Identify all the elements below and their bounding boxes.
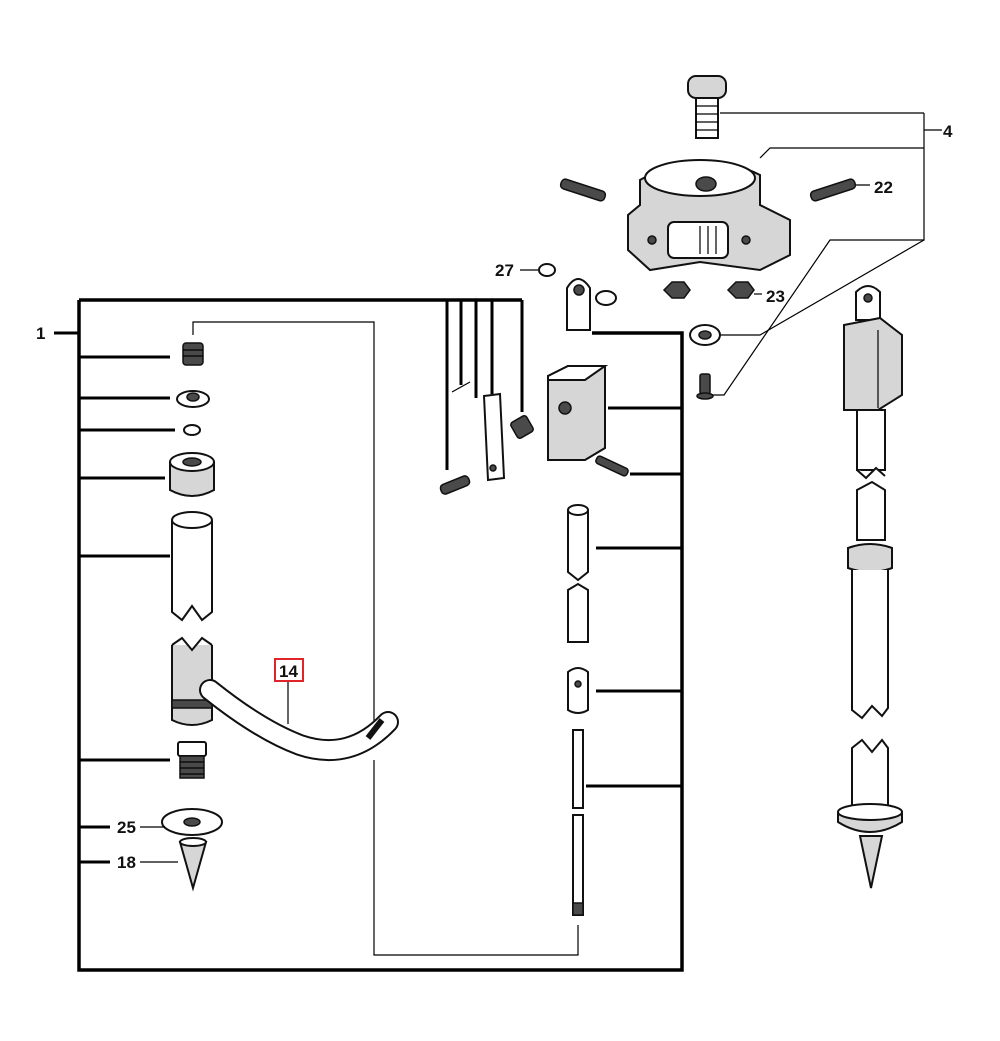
label-18: 18 [117, 853, 136, 872]
hose-part-14 [199, 679, 399, 762]
part-4-leaders [520, 112, 942, 396]
label-27: 27 [495, 261, 514, 280]
assembly-frame [54, 298, 684, 972]
hose-leader-line [192, 321, 579, 956]
middle-stack-parts [439, 263, 629, 916]
highlight-box-14 [274, 658, 304, 682]
head-assembly-part-4 [559, 75, 857, 400]
label-25: 25 [117, 818, 136, 837]
left-stack-parts [161, 342, 223, 892]
label-14[interactable]: 14 [279, 662, 298, 681]
label-22: 22 [874, 178, 893, 197]
label-23: 23 [766, 287, 785, 306]
label-1: 1 [36, 324, 45, 343]
assembled-pole [837, 285, 903, 889]
label-4: 4 [943, 122, 953, 141]
